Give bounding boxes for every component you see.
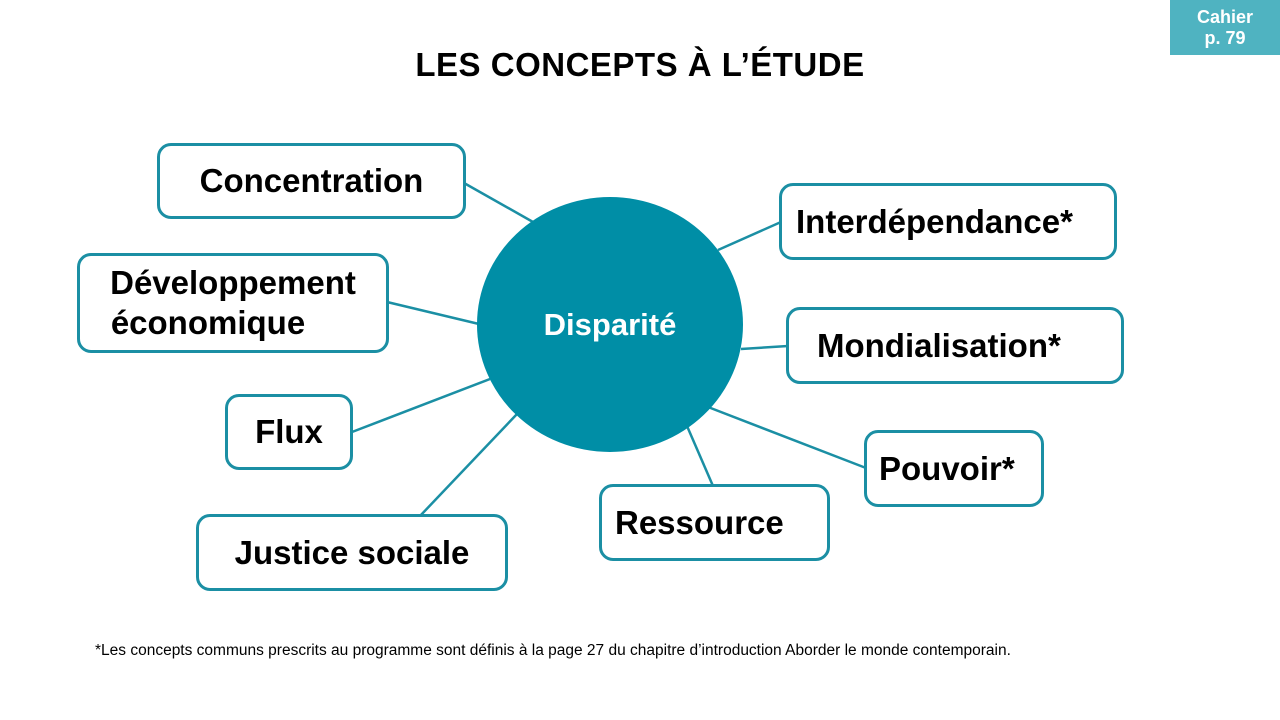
concept-label-line2: économique xyxy=(110,304,306,341)
concept-flux: Flux xyxy=(225,394,353,470)
concept-label: Interdépendance* xyxy=(796,202,1073,240)
concept-label: Flux xyxy=(255,413,323,450)
concept-developpement-economique: Développement économique xyxy=(77,253,389,353)
connector-flux xyxy=(351,377,491,434)
connector-mondialisation xyxy=(740,344,789,351)
concept-label: Justice sociale xyxy=(234,533,470,571)
concept-mondialisation: Mondialisation* xyxy=(786,307,1124,384)
connector-interdependance xyxy=(717,220,782,252)
concept-justice-sociale: Justice sociale xyxy=(196,514,508,591)
connector-developpement xyxy=(386,300,480,326)
footnote: *Les concepts communs prescrits au progr… xyxy=(95,642,1011,659)
badge-line-cahier: Cahier xyxy=(1196,6,1254,27)
concept-label: Mondialisation* xyxy=(817,326,1061,364)
concept-label: Concentration xyxy=(199,162,424,199)
concept-interdependance: Interdépendance* xyxy=(779,183,1117,260)
hub-label: Disparité xyxy=(543,306,677,342)
concept-concentration: Concentration xyxy=(157,143,466,219)
connector-justice-sociale xyxy=(419,413,518,517)
connector-concentration xyxy=(463,181,534,224)
concept-label: Ressource xyxy=(615,503,784,541)
connector-ressource xyxy=(685,425,715,487)
concept-ressource: Ressource xyxy=(599,484,830,561)
concept-label-line1: Développement xyxy=(110,264,356,301)
badge-line-page: p. 79 xyxy=(1204,27,1246,48)
hub-disparite: Disparité xyxy=(477,197,743,452)
page-title: LES CONCEPTS À L’ÉTUDE xyxy=(415,46,865,83)
concept-label: Pouvoir* xyxy=(879,449,1015,487)
concept-pouvoir: Pouvoir* xyxy=(864,430,1044,507)
cahier-page-badge: Cahier p. 79 xyxy=(1170,0,1280,55)
connector-pouvoir xyxy=(707,405,867,470)
